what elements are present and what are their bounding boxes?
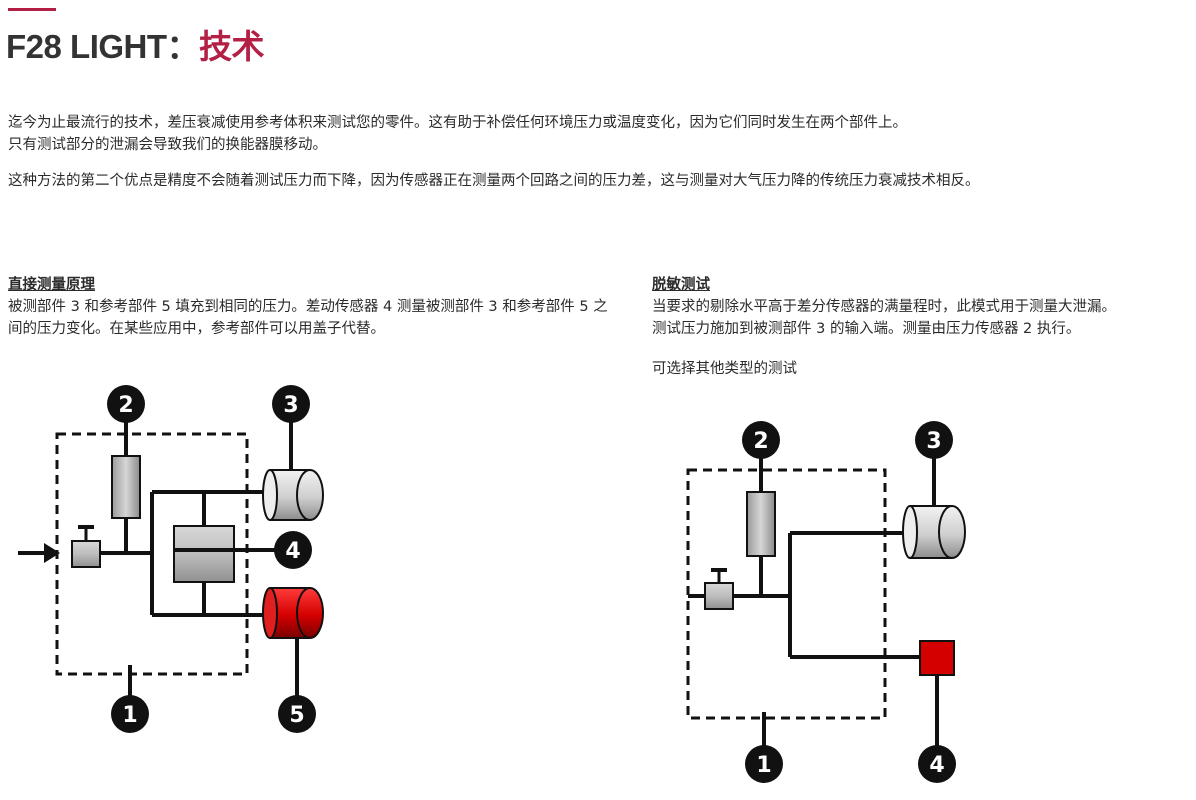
callout-label-3: 3 — [283, 393, 298, 418]
intro-section: 迄今为止最流行的技术，差压衰减使用参考体积来测试您的零件。这有助于补偿任何环境压… — [8, 112, 1188, 192]
other-tests-note: 可选择其他类型的测试 — [652, 361, 797, 377]
callout-3: 3 — [915, 421, 953, 459]
differential-sensor-4 — [173, 525, 235, 583]
callout-1: 1 — [111, 695, 149, 733]
test-part-3 — [902, 505, 966, 559]
test-part-3 — [262, 469, 324, 521]
desensitized-test-section: 脱敏测试 当要求的剔除水平高于差分传感器的满量程时，此模式用于测量大泄漏。 测试… — [652, 274, 1196, 380]
callout-label-3: 3 — [926, 429, 941, 454]
fill-valve — [71, 525, 101, 568]
intro-paragraph-2: 这种方法的第二个优点是精度不会随着测试压力而下降，因为传感器正在测量两个回路之间… — [8, 173, 980, 189]
page-title: F28 LIGHT：技术 — [6, 20, 265, 68]
desensitized-test-heading: 脱敏测试 — [652, 277, 710, 293]
desensitized-text-line-2: 测试压力施加到被测部件 3 的输入端。测量由压力传感器 2 执行。 — [652, 321, 1081, 337]
desensitized-test-diagram: 2 3 1 4 — [686, 421, 966, 783]
callout-2: 2 — [742, 421, 780, 459]
desensitized-text-line-1: 当要求的剔除水平高于差分传感器的满量程时，此模式用于测量大泄漏。 — [652, 299, 1116, 315]
pneumatic-lines — [100, 408, 299, 700]
inlet-arrow — [18, 543, 60, 563]
callout-4: 4 — [918, 745, 956, 783]
component-4-red-block — [919, 640, 955, 676]
pressure-sensor-2 — [111, 455, 141, 519]
callout-1: 1 — [745, 745, 783, 783]
callout-2: 2 — [107, 385, 145, 423]
callout-3: 3 — [272, 385, 310, 423]
callout-label-2: 2 — [753, 429, 768, 454]
reference-part-5 — [262, 587, 324, 639]
direct-measurement-heading: 直接测量原理 — [8, 277, 95, 293]
fill-valve — [704, 568, 734, 610]
callout-label-4: 4 — [929, 753, 944, 778]
intro-paragraph-1: 迄今为止最流行的技术，差压衰减使用参考体积来测试您的零件。这有助于补偿任何环境压… — [8, 115, 907, 131]
pressure-sensor-2 — [746, 491, 776, 557]
direct-measurement-diagram: 2 3 4 1 5 — [18, 385, 324, 733]
callout-label-4: 4 — [285, 539, 300, 564]
callout-5: 5 — [278, 695, 316, 733]
title-accent: 技术 — [199, 28, 265, 65]
direct-measurement-section: 直接测量原理 被测部件 3 和参考部件 5 填充到相同的压力。差动传感器 4 测… — [8, 274, 618, 340]
callout-label-1: 1 — [756, 753, 771, 778]
callout-label-2: 2 — [118, 393, 133, 418]
intro-paragraph-1-line-2: 只有测试部分的泄漏会导致我们的换能器膜移动。 — [8, 137, 327, 153]
direct-measurement-text: 被测部件 3 和参考部件 5 填充到相同的压力。差动传感器 4 测量被测部件 3… — [8, 299, 608, 337]
callout-4: 4 — [274, 531, 312, 569]
callout-label-1: 1 — [122, 703, 137, 728]
callout-label-5: 5 — [289, 703, 304, 728]
title-prefix: F28 LIGHT： — [6, 28, 200, 65]
title-accent-line — [8, 8, 56, 11]
